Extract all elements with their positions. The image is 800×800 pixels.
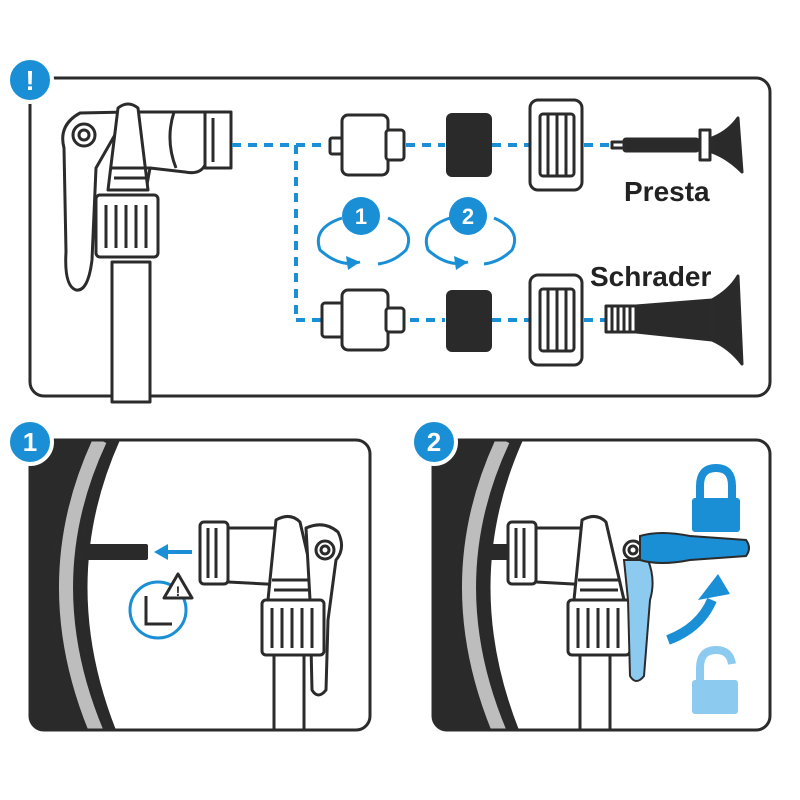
rubber-washer-bottom — [446, 290, 492, 352]
schrader-valve — [604, 274, 744, 366]
rotate-step-2: 2 — [424, 197, 517, 270]
step-2-panel-frame — [431, 438, 772, 732]
top-panel: Presta 1 2 — [28, 76, 772, 404]
tyre — [30, 440, 120, 730]
wheel-rim — [59, 440, 107, 730]
step-1-panel-frame — [28, 438, 372, 732]
svg-text:2: 2 — [462, 204, 474, 229]
svg-text:!: ! — [25, 65, 34, 96]
pump-head-locked — [506, 515, 644, 730]
valve-cap-bottom — [528, 273, 584, 367]
step-1-panel: ! — [28, 438, 372, 732]
step-2-panel — [431, 438, 772, 732]
svg-text:!: ! — [176, 583, 181, 599]
presta-label: Presta — [624, 176, 710, 207]
step-2-badge: 2 — [410, 418, 458, 466]
pump-head — [61, 102, 233, 404]
pump-head-open — [198, 515, 343, 730]
lever-after — [639, 532, 750, 564]
warning-icon — [162, 572, 194, 600]
svg-text:2: 2 — [427, 427, 441, 457]
rotate-badge-2 — [449, 197, 487, 235]
alert-badge: ! — [6, 56, 54, 104]
lock-open-icon — [692, 645, 738, 714]
flip-arrow — [666, 597, 717, 645]
rubber-washer-top — [446, 113, 492, 177]
presta-adapter — [328, 113, 406, 177]
rotate-step-1: 1 — [316, 197, 411, 270]
svg-text:1: 1 — [23, 427, 37, 457]
valve-cap-top — [528, 98, 584, 192]
step-1-badge: 1 — [6, 418, 54, 466]
rotate-badge-1 — [342, 197, 380, 235]
schrader-adapter — [320, 288, 406, 352]
presta-valve — [610, 116, 744, 174]
angle-warning: ! — [128, 572, 194, 640]
lock-closed-icon — [692, 463, 740, 532]
valve-stem — [86, 544, 148, 560]
flow-paths — [232, 143, 612, 322]
schrader-label: Schrader — [590, 261, 711, 292]
lever-before — [622, 559, 654, 682]
svg-text:1: 1 — [355, 204, 367, 229]
